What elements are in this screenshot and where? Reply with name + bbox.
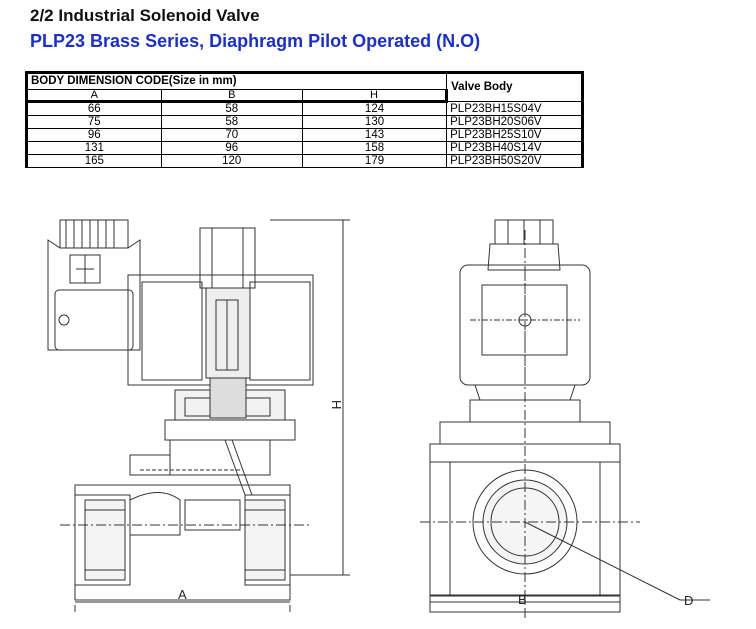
label-h: H <box>329 400 344 409</box>
connector-body <box>47 239 141 351</box>
valve-body-header: Valve Body <box>446 71 584 102</box>
table-header-row: BODY DIMENSION CODE(Size in mm) Valve Bo… <box>24 71 584 102</box>
cell-h: 130 <box>301 115 448 129</box>
table-row: 96 70 143 PLP23BH25S10V <box>25 128 584 142</box>
valve-drawing: A H B D <box>47 219 710 620</box>
leader-line-d <box>524 521 681 601</box>
cell-a: 75 <box>25 115 162 129</box>
cell-h: 158 <box>301 141 448 155</box>
cell-model: PLP23BH50S20V <box>446 154 584 168</box>
table-subheader-row: A B H <box>25 89 583 103</box>
cell-h: 179 <box>301 154 448 168</box>
cell-a: 96 <box>25 128 162 142</box>
connector-housing <box>54 289 134 351</box>
front-view <box>420 219 710 620</box>
cell-a: 131 <box>25 141 162 155</box>
table-row: 75 58 130 PLP23BH20S06V <box>25 115 584 129</box>
table-row: 66 58 124 PLP23BH15S04V <box>25 101 584 116</box>
cell-b: 58 <box>160 101 303 116</box>
label-a: A <box>178 587 187 602</box>
column-header-h: H <box>301 89 449 103</box>
cell-b: 58 <box>160 115 303 129</box>
cell-b: 96 <box>160 141 303 155</box>
table-row: 131 96 158 PLP23BH40S14V <box>25 141 584 155</box>
page-title: 2/2 Industrial Solenoid Valve <box>30 6 260 25</box>
label-b: B <box>518 592 527 607</box>
connector-top <box>59 219 129 249</box>
cell-model: PLP23BH20S06V <box>446 115 584 129</box>
cell-b: 70 <box>160 128 303 142</box>
cell-a: 66 <box>25 101 162 116</box>
section-view <box>47 219 350 612</box>
page-subtitle: PLP23 Brass Series, Diaphragm Pilot Oper… <box>30 31 481 51</box>
cell-model: PLP23BH25S10V <box>446 128 584 142</box>
cell-h: 143 <box>301 128 448 142</box>
cell-model: PLP23BH15S04V <box>446 101 584 116</box>
cell-a: 165 <box>25 154 162 168</box>
label-d: D <box>684 593 693 608</box>
cell-model: PLP23BH40S14V <box>446 141 584 155</box>
dimension-table: BODY DIMENSION CODE(Size in mm) Valve Bo… <box>24 71 584 168</box>
valve-body <box>74 484 291 601</box>
table-row: 165 120 179 PLP23BH50S20V <box>25 154 584 168</box>
group-header: BODY DIMENSION CODE(Size in mm) <box>24 71 448 90</box>
cell-b: 120 <box>160 154 303 168</box>
column-header-a: A <box>25 89 162 103</box>
cell-h: 124 <box>301 101 448 116</box>
plunger-tube-top <box>199 227 256 289</box>
column-header-b: B <box>160 89 303 103</box>
